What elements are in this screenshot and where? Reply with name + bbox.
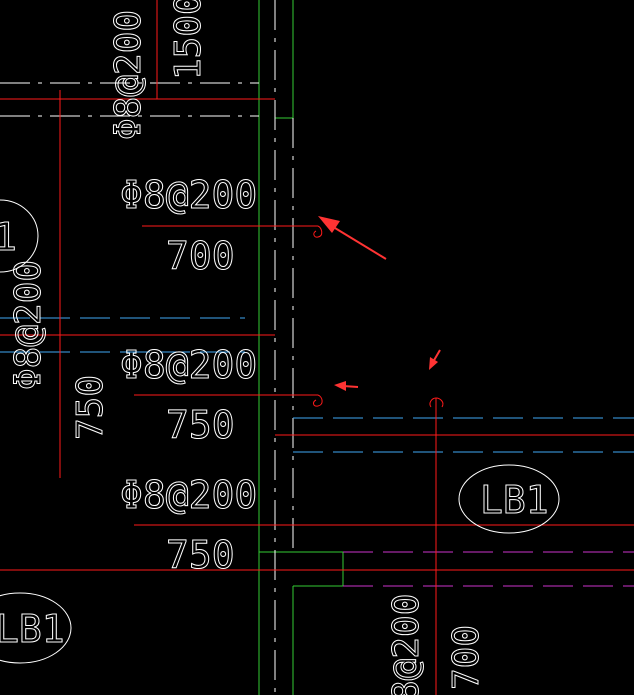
top-vertical-spec: Φ8@200 xyxy=(108,10,149,140)
slab-label-bottom-left: LB1 xyxy=(0,607,65,651)
arrow-2 xyxy=(334,381,359,391)
green-wall-lines xyxy=(258,0,344,695)
rebar-1-spec: Φ8@200 xyxy=(120,173,257,217)
rebar-3-len: 750 xyxy=(166,533,235,577)
annotation-arrows xyxy=(318,216,441,391)
arrow-3 xyxy=(429,349,441,370)
cyan-dashed-lines xyxy=(0,317,634,453)
rebar-2-len: 750 xyxy=(166,403,235,447)
slab-label-right: LB1 xyxy=(480,478,549,522)
arrow-1 xyxy=(318,216,387,260)
slab-ellipse-top-left xyxy=(0,199,39,273)
hook-2 xyxy=(313,394,323,407)
hook-3 xyxy=(429,397,444,408)
wall-dashed-lines xyxy=(0,0,294,695)
text-labels: Φ8@200 1500 Φ8@200 750 Φ8@200 700 Φ8@200… xyxy=(0,0,549,695)
slab-ellipse-right xyxy=(458,464,560,534)
rebar-2-spec: Φ8@200 xyxy=(120,343,257,387)
bottom-vertical-len: 700 xyxy=(446,625,487,690)
rebar-1-len: 700 xyxy=(166,234,235,278)
slab-ellipse-bottom-left xyxy=(0,592,72,664)
left-vertical-len: 750 xyxy=(70,375,111,440)
top-vertical-len: 1500 xyxy=(168,0,209,80)
slab-ellipses xyxy=(0,199,560,664)
hook-1 xyxy=(313,225,323,238)
left-vertical-spec: Φ8@200 xyxy=(8,260,49,390)
slab-label-top-left: 1 xyxy=(0,215,17,259)
magenta-dashed-lines xyxy=(343,551,634,587)
bottom-vertical-spec: 8@200 xyxy=(386,594,427,695)
rebar-3-spec: Φ8@200 xyxy=(120,473,257,517)
